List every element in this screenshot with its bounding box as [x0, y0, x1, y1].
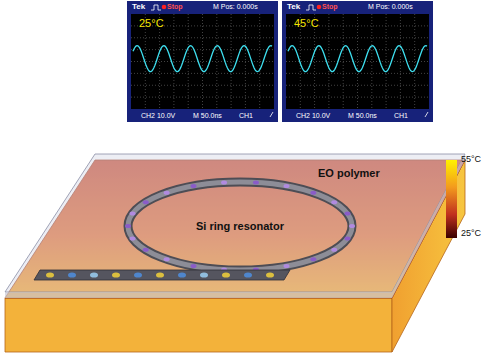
- optical-mode-dot: [200, 272, 208, 277]
- ring-resonator: [125, 180, 355, 271]
- optical-mode-dot: [90, 272, 98, 277]
- optical-mode-dot: [344, 236, 350, 240]
- optical-mode-dot: [284, 184, 290, 188]
- scope-brand: Tek: [132, 3, 145, 11]
- time-scale: M 50.0ns: [348, 112, 377, 119]
- optical-mode-dot: [164, 257, 170, 261]
- optical-mode-dot: [331, 248, 337, 252]
- optical-mode-dot: [164, 191, 170, 195]
- optical-mode-dot: [284, 264, 290, 268]
- optical-mode-dot: [349, 224, 355, 228]
- eo-polymer-layer: [5, 154, 465, 298]
- channel-scale: CH2 10.0V: [141, 112, 175, 119]
- optical-mode-dot: [46, 272, 54, 277]
- time-position: M Pos: 0.000s: [213, 3, 258, 10]
- optical-mode-dot: [331, 200, 337, 204]
- device-label: Si ring resonator: [196, 221, 284, 232]
- optical-mode-dot: [68, 272, 76, 277]
- optical-mode-dot: [310, 257, 316, 261]
- scope-brand: Tek: [287, 3, 300, 11]
- colorbar-min: 25°C: [461, 229, 481, 238]
- optical-mode-dot: [266, 272, 274, 277]
- optical-mode-dot: [310, 191, 316, 195]
- time-position: M Pos: 0.000s: [368, 3, 413, 10]
- waveform-trace: [288, 46, 427, 72]
- trigger-channel: CH1: [239, 112, 253, 119]
- optical-mode-dot: [125, 224, 131, 228]
- time-scale: M 50.0ns: [193, 112, 222, 119]
- optical-mode-dot: [344, 212, 350, 216]
- layer-label: EO polymer: [318, 168, 380, 179]
- trigger-channel: CH1: [394, 112, 408, 119]
- optical-mode-dot: [112, 272, 120, 277]
- oscilloscope-screen: Tek Stop M Pos: 0.000s 45°C CH2 10.0V M 50.0n…: [282, 1, 433, 122]
- optical-mode-dot: [156, 272, 164, 277]
- optical-mode-dot: [130, 236, 136, 240]
- oscilloscope-screen: Tek Stop M Pos: 0.000s 25°C CH2 10.0V M 50.0n…: [127, 1, 278, 122]
- bus-waveguide: [34, 270, 290, 280]
- run-state: Stop: [322, 3, 338, 10]
- run-state: Stop: [167, 3, 183, 10]
- optical-mode-dot: [253, 180, 259, 184]
- optical-mode-dot: [222, 272, 230, 277]
- optical-mode-dot: [143, 248, 149, 252]
- optical-mode-dot: [178, 272, 186, 277]
- temperature-label: 25°C: [139, 18, 164, 29]
- optical-mode-dot: [190, 184, 196, 188]
- temperature-colorbar: [446, 160, 457, 238]
- optical-mode-dot: [221, 180, 227, 184]
- colorbar-max: 55°C: [461, 155, 481, 164]
- waveform-trace: [133, 46, 272, 72]
- optical-mode-dot: [130, 212, 136, 216]
- optical-mode-dot: [134, 272, 142, 277]
- channel-scale: CH2 10.0V: [296, 112, 330, 119]
- optical-mode-dot: [190, 264, 196, 268]
- temperature-label: 45°C: [294, 18, 319, 29]
- optical-mode-dot: [143, 200, 149, 204]
- optical-mode-dot: [244, 272, 252, 277]
